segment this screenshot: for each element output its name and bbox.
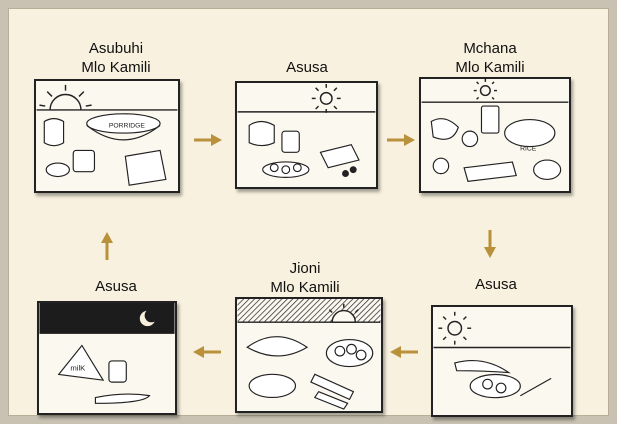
dinner-illustration [237, 299, 381, 410]
step-1-label: Asubuhi Mlo Kamili [46, 39, 186, 77]
porridge-text: PORRIDGE [109, 122, 146, 129]
lunch-illustration: RICE [421, 79, 569, 182]
step-5-label-line1: Jioni [289, 260, 321, 277]
evening-snack-card: milK [37, 301, 177, 415]
setting-sun-icon [328, 303, 359, 323]
afternoon-snack-card [431, 305, 573, 417]
arrow-step6-to-step1 [101, 232, 113, 260]
lunch-card: RICE [419, 77, 571, 193]
morning-snack-illustration [237, 83, 376, 178]
afternoon-snack-illustration [433, 311, 571, 399]
rising-sun-icon [39, 84, 92, 110]
arrow-step2-to-step3 [387, 134, 415, 146]
rice-text: RICE [520, 145, 537, 152]
step-5-label: Jioni Mlo Kamili [235, 259, 375, 297]
dinner-card [235, 297, 383, 413]
step-1-label-line1: Asubuhi [88, 40, 144, 57]
step-4-label: Asusa [426, 275, 566, 294]
step-3-label: Mchana Mlo Kamili [420, 39, 560, 77]
arrow-step3-to-step4 [484, 230, 496, 258]
moon-icon [139, 308, 159, 327]
step-3-label-line2: Mlo Kamili [455, 59, 525, 76]
breakfast-card: PORRIDGE [34, 79, 180, 193]
step-3-label-line1: Mchana [463, 40, 517, 57]
arrow-step1-to-step2 [194, 134, 222, 146]
step-6-label: Asusa [46, 277, 186, 296]
step-1-label-line2: Mlo Kamili [81, 59, 151, 76]
breakfast-illustration: PORRIDGE [36, 84, 178, 186]
sun-icon [473, 79, 497, 100]
morning-snack-card [235, 81, 378, 189]
step-2-label-line2: Asusa [286, 59, 328, 76]
step-4-label-line2: Asusa [475, 276, 517, 293]
sun-icon [438, 311, 472, 345]
sun-icon [311, 83, 341, 113]
arrow-step4-to-step5 [390, 346, 418, 358]
evening-snack-illustration: milK [39, 303, 175, 404]
milk-text: milK [70, 364, 86, 373]
arrow-step5-to-step6 [193, 346, 221, 358]
meal-cycle-diagram: Asubuhi Mlo Kamili Asusa Mchana Mlo Kami… [8, 8, 609, 417]
step-6-label-line2: Asusa [95, 278, 137, 295]
step-2-label: Asusa [237, 58, 377, 77]
step-5-label-line2: Mlo Kamili [270, 279, 340, 296]
